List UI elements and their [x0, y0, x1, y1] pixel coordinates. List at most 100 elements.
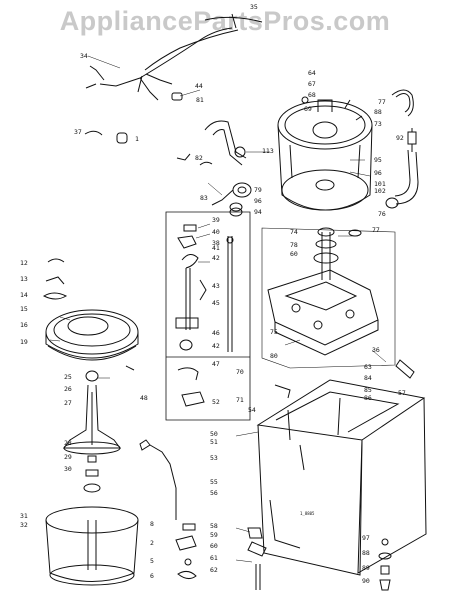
callout-59: 59: [210, 531, 218, 539]
callout-85: 85: [364, 386, 372, 394]
transmission-parts-box: [165, 211, 251, 421]
callout-88b: 88: [362, 549, 370, 557]
callout-92: 92: [396, 134, 404, 142]
washer-77[interactable]: [348, 229, 362, 237]
callout-90: 90: [362, 577, 370, 585]
agitator-shaft-parts[interactable]: [175, 224, 234, 407]
leg-62[interactable]: [255, 564, 261, 590]
callout-41: 41: [212, 244, 220, 252]
callout-53: 53: [210, 454, 218, 462]
hose-clamp-113[interactable]: [234, 146, 246, 158]
callout-75: 75: [270, 328, 278, 336]
callout-71: 71: [236, 396, 244, 404]
foot-89[interactable]: [380, 565, 390, 575]
callout-62: 62: [210, 566, 218, 574]
callout-57: 57: [398, 389, 406, 397]
callout-16: 16: [20, 321, 28, 329]
callout-58: 58: [210, 522, 218, 530]
callout-38: 38: [212, 239, 220, 247]
callout-52: 52: [212, 398, 220, 406]
wash-basket[interactable]: [45, 506, 139, 586]
bolt-68[interactable]: [301, 96, 309, 104]
cap-12[interactable]: [47, 258, 65, 263]
hose-clamp-76[interactable]: [385, 197, 399, 209]
callout-69: 69: [304, 105, 312, 113]
callout-2: 2: [150, 539, 154, 547]
connector-81[interactable]: [171, 92, 183, 101]
callout-6: 6: [150, 572, 154, 580]
pump-assembly[interactable]: [211, 182, 252, 217]
callout-31: 31: [20, 512, 28, 520]
pump-59[interactable]: [247, 541, 267, 557]
callout-42: 42: [212, 254, 220, 262]
knob-1[interactable]: [116, 132, 128, 144]
agitator[interactable]: [63, 384, 121, 455]
callout-80: 80: [270, 352, 278, 360]
drain-hose[interactable]: [199, 120, 247, 166]
leader-lines: [49, 55, 387, 563]
callout-94: 94: [254, 208, 262, 216]
clip-1b[interactable]: [125, 365, 135, 371]
callout-8: 8: [150, 520, 154, 528]
screw-5[interactable]: [184, 558, 192, 566]
callout-19: 19: [20, 338, 28, 346]
foot-90[interactable]: [379, 579, 391, 591]
gearcase-group-outline: [261, 227, 396, 369]
callout-83: 83: [200, 194, 208, 202]
callout-81: 81: [196, 96, 204, 104]
clip-82[interactable]: [176, 153, 191, 161]
callout-5: 5: [150, 557, 154, 565]
callout-82: 82: [195, 154, 203, 162]
callout-68: 68: [308, 91, 316, 99]
callout-28: 28: [64, 439, 72, 447]
callout-13: 13: [20, 275, 28, 283]
nut-97[interactable]: [381, 538, 389, 546]
link-36[interactable]: [395, 359, 415, 379]
callout-86: 86: [364, 394, 372, 402]
callout-15: 15: [20, 305, 28, 313]
nut-13[interactable]: [45, 276, 65, 285]
wiring-harness[interactable]: [85, 13, 263, 101]
drive-gearcase[interactable]: [267, 227, 379, 356]
pump-bracket-58[interactable]: [247, 527, 263, 539]
bracket-2[interactable]: [175, 535, 197, 551]
callout-56: 56: [210, 489, 218, 497]
callout-74: 74: [290, 228, 298, 236]
fill-hose-77[interactable]: [391, 89, 414, 117]
bleach-dispenser-ring[interactable]: [45, 309, 139, 361]
fasteners-88[interactable]: [344, 99, 363, 121]
callout-42b: 42: [212, 342, 220, 350]
callout-102: 102: [374, 187, 386, 195]
callout-30: 30: [64, 465, 72, 473]
callout-67: 67: [308, 80, 316, 88]
power-cord[interactable]: [139, 439, 177, 520]
callout-96: 96: [374, 169, 382, 177]
bushing-29[interactable]: [85, 469, 99, 477]
clip-37[interactable]: [84, 130, 103, 136]
callout-63: 63: [364, 363, 372, 371]
inlet-valve-92[interactable]: [407, 128, 417, 152]
callout-77: 77: [372, 226, 380, 234]
callout-73: 73: [374, 120, 382, 128]
cabinet[interactable]: [256, 379, 427, 576]
callout-95: 95: [374, 156, 382, 164]
washer-88b[interactable]: [378, 552, 392, 560]
watermark: AppliancePartsPros.com: [59, 6, 391, 36]
clip-6[interactable]: [177, 570, 197, 580]
callout-39: 39: [212, 216, 220, 224]
cap-25[interactable]: [85, 370, 99, 382]
callout-89: 89: [362, 564, 370, 572]
callout-113: 113: [262, 147, 274, 155]
elbow-hose-101[interactable]: [394, 149, 419, 205]
callout-101: 101: [374, 180, 386, 188]
callout-50: 50: [210, 430, 218, 438]
nut-30[interactable]: [83, 483, 101, 493]
washer-28[interactable]: [87, 455, 97, 463]
callout-35: 35: [250, 3, 258, 11]
outer-tub[interactable]: [277, 99, 373, 211]
part-8[interactable]: [182, 523, 196, 531]
diagram-stamp: 1_8805: [300, 511, 315, 516]
callout-32: 32: [20, 521, 28, 529]
callout-36: 36: [372, 346, 380, 354]
seal-14[interactable]: [42, 292, 68, 300]
